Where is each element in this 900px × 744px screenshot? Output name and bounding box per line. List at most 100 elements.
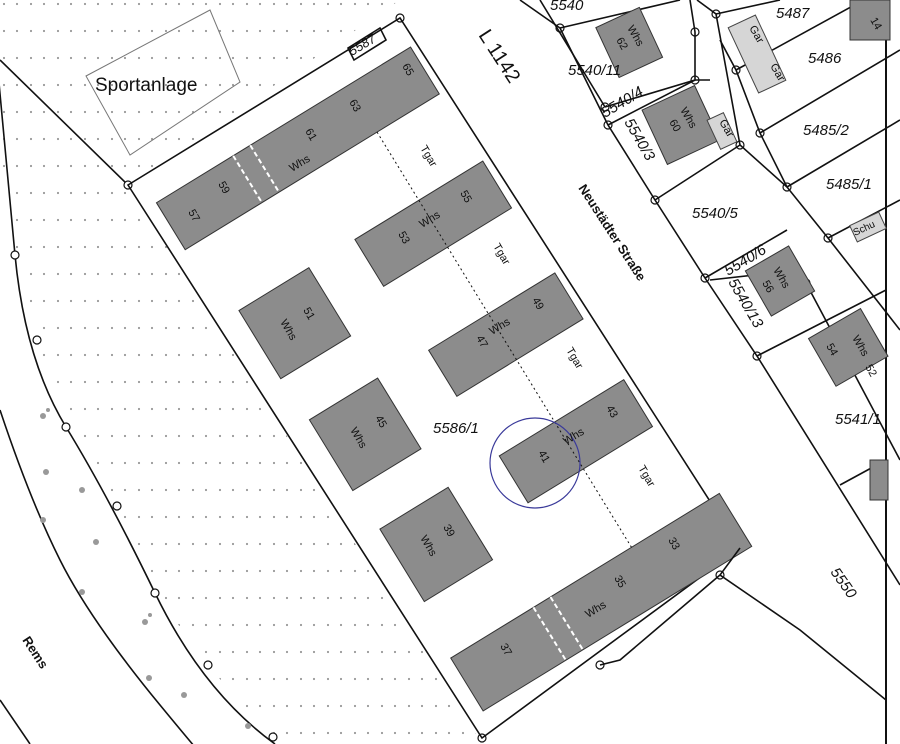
map-label: 65 <box>399 62 416 79</box>
map-feature <box>604 0 696 108</box>
map-label: Tgar <box>417 144 439 170</box>
map-label: 14 <box>867 16 884 33</box>
map-feature <box>232 155 263 204</box>
map-label: 53 <box>395 230 412 247</box>
map-label: 62 <box>613 36 630 53</box>
map-point <box>146 675 152 681</box>
map-point <box>10 250 20 260</box>
map-label: 63 <box>346 98 363 115</box>
map-label: 51 <box>300 306 317 323</box>
building-39[interactable] <box>379 486 494 603</box>
building-51[interactable] <box>238 267 352 380</box>
map-point <box>150 588 160 598</box>
map-label: 56 <box>759 279 776 296</box>
map-label: 49 <box>529 296 546 313</box>
map-label: 5487 <box>776 5 810 22</box>
map-feature <box>532 606 567 661</box>
map-point <box>46 408 50 412</box>
building-57-65[interactable] <box>155 46 440 251</box>
map-label: 52 <box>862 363 879 380</box>
map-label: Neustädter Straße <box>575 181 649 283</box>
map-label: 61 <box>302 127 319 144</box>
map-feature <box>0 59 129 186</box>
map-feature <box>249 144 280 193</box>
map-point <box>93 539 99 545</box>
river-bank-line <box>0 409 194 744</box>
selection-circle <box>489 417 581 509</box>
tree-symbols <box>40 408 251 729</box>
map-label: L 1142 <box>474 26 525 87</box>
map-point <box>40 413 46 419</box>
map-feature <box>0 0 400 185</box>
map-label: Tgar <box>490 242 512 268</box>
map-label: 5485/1 <box>826 176 872 193</box>
map-feature <box>559 0 681 29</box>
map-label: 33 <box>665 536 682 553</box>
map-label: 5540 <box>550 0 584 14</box>
map-point <box>245 723 251 729</box>
map-label: 60 <box>666 118 683 135</box>
map-label: 35 <box>611 574 628 591</box>
building-60[interactable] <box>641 84 721 166</box>
map-feature <box>696 0 900 331</box>
map-point <box>79 589 85 595</box>
map-feature <box>759 49 900 134</box>
map-label: Tgar <box>635 464 657 490</box>
map-point <box>268 732 278 742</box>
map-label: 43 <box>603 404 620 421</box>
map-point <box>203 660 213 670</box>
map-point <box>181 692 187 698</box>
map-feature <box>715 0 781 15</box>
map-point <box>40 517 46 523</box>
map-label: 5486 <box>808 50 842 67</box>
map-label: Rems <box>19 633 51 671</box>
sport-area <box>0 60 482 744</box>
map-feature <box>786 119 900 188</box>
map-feature <box>849 0 891 41</box>
map-feature <box>376 131 632 548</box>
building-41-43[interactable] <box>498 378 654 504</box>
map-feature <box>756 289 887 357</box>
map-feature <box>346 26 388 62</box>
map-label: 5541/1 <box>835 411 881 428</box>
map-point <box>142 619 148 625</box>
map-label: Sportanlage <box>95 75 197 96</box>
map-label: 54 <box>823 342 840 359</box>
building-33-37[interactable] <box>450 492 753 712</box>
building-56[interactable] <box>744 245 816 317</box>
building-47-49[interactable] <box>427 272 584 397</box>
map-label: 45 <box>372 414 389 431</box>
map-label: 5485/2 <box>803 122 850 139</box>
map-label: 39 <box>440 523 457 540</box>
building-45[interactable] <box>308 377 422 492</box>
map-feature <box>706 112 738 150</box>
map-label: 5540/5 <box>692 205 739 222</box>
map-feature <box>849 211 887 243</box>
map-point <box>112 501 122 511</box>
map-label: 5586/1 <box>433 420 479 437</box>
building-52-54[interactable] <box>807 307 889 387</box>
map-label: 55 <box>457 189 474 206</box>
map-label: 5540/4 <box>598 83 646 121</box>
map-label: 37 <box>497 642 514 659</box>
map-label: 5550 <box>827 565 860 603</box>
map-feature <box>718 547 887 701</box>
map-point <box>43 469 49 475</box>
map-feature <box>599 574 721 666</box>
map-point <box>32 335 42 345</box>
map-point <box>79 487 85 493</box>
map-feature <box>654 144 741 201</box>
building-62[interactable] <box>595 6 664 79</box>
map-feature <box>869 459 889 501</box>
map-label: 5540/11 <box>568 62 621 79</box>
map-label: 59 <box>215 180 232 197</box>
map-label: Tgar <box>563 346 585 372</box>
map-feature <box>607 79 710 126</box>
map-feature <box>539 0 606 108</box>
map-label: 41 <box>535 449 552 466</box>
map-point <box>61 422 71 432</box>
map-label: 57 <box>185 208 202 225</box>
map-label: 47 <box>473 334 490 351</box>
